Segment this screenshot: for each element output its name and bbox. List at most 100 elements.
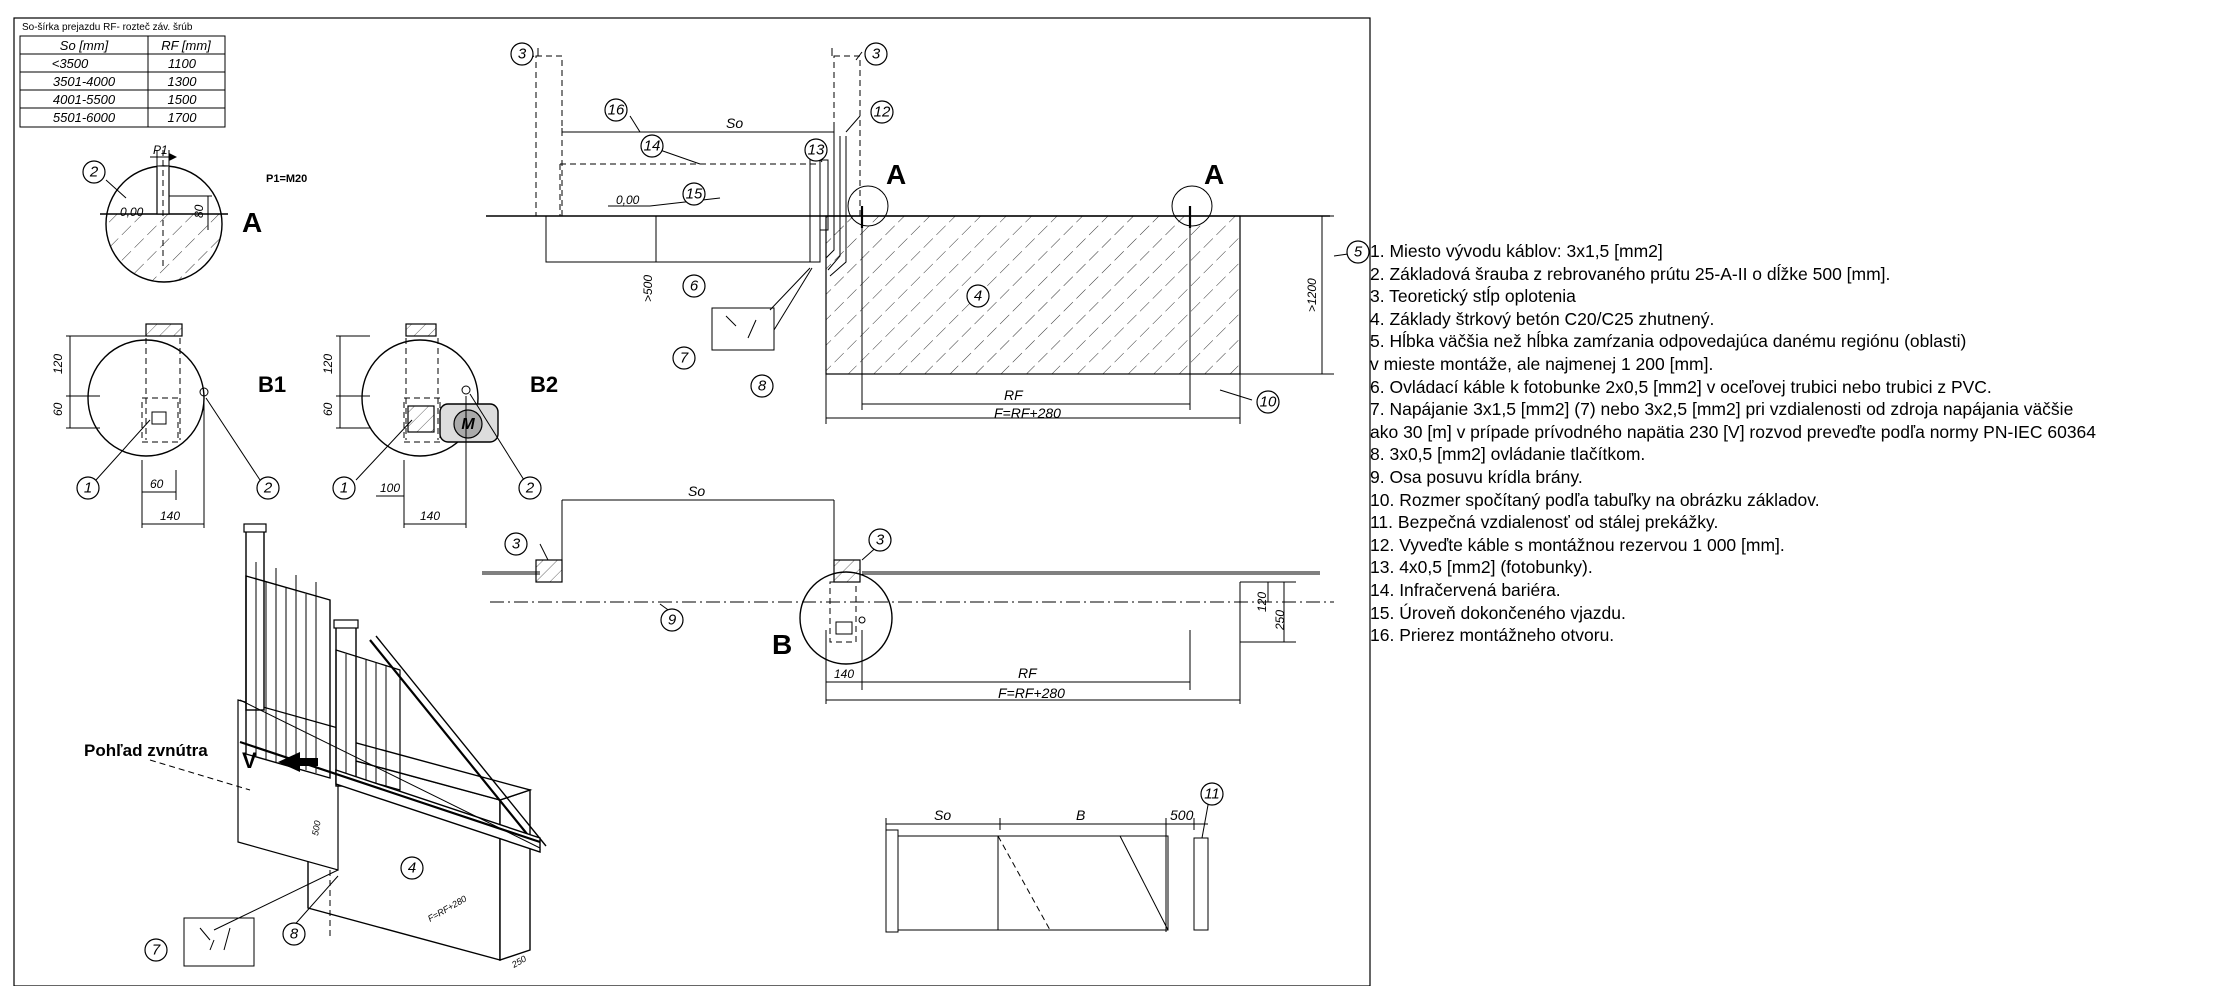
dim-140: 140 [420,509,440,523]
p1-note: P1=M20 [266,173,307,185]
svg-text:6: 6 [690,278,699,295]
callout-10: 10 [1256,390,1280,414]
svg-text:14: 14 [644,138,661,155]
detail-b1: 120 60 60 140 B1 [51,323,286,528]
level-000: 0,00 [120,205,144,219]
legend-line: 14. Infračervená bariéra. [1370,579,1561,600]
dim-140: 140 [160,509,180,523]
detail-a-ref: A [886,159,906,190]
svg-text:2: 2 [525,480,535,497]
callout-3: 3 [510,42,534,66]
callout-13: 13 [804,138,828,162]
detail-a-label: A [242,207,262,238]
legend: 1. Miesto vývodu káblov: 3x1,5 [mm2] 2. … [1370,240,2210,647]
detail-b2: M 120 60 100 140 B2 [321,323,558,528]
dim-so: So [688,483,705,499]
dim-so: So [726,115,743,131]
callout-6: 6 [682,274,706,298]
svg-text:8: 8 [290,926,299,943]
dim-so: So [934,807,951,823]
dim-60: 60 [51,402,65,416]
svg-text:12: 12 [874,104,891,121]
dim-60: 60 [150,477,164,491]
dim-100: 100 [380,481,400,495]
detail-b2-label: B2 [530,372,558,397]
callout-8: 8 [750,374,774,398]
dim-140: 140 [834,667,854,681]
callout-9: 9 [660,608,684,632]
dim-500: 500 [1170,807,1194,823]
svg-text:3: 3 [518,46,527,63]
svg-text:4: 4 [408,860,416,877]
svg-text:5: 5 [1354,244,1363,261]
callout-12: 12 [870,100,894,124]
legend-line: 2. Základová šrauba z rebrovaného prútu … [1370,263,1891,284]
dim-60: 60 [321,402,335,416]
legend-line: 13. 4x0,5 [mm2] (fotobunky). [1370,557,1593,578]
legend-line: 10. Rozmer spočítaný podľa tabuľky na ob… [1370,489,1820,510]
svg-text:3: 3 [512,536,521,553]
callout-11: 11 [1200,782,1224,806]
gate-isometric-view: V Pohľad zvnútra 500 F=RF+280 250 [84,523,547,970]
legend-line: 9. Osa posuvu krídla brány. [1370,466,1583,487]
dimension-table: So-šírka prejazdu RF- rozteč záv. šrúb S… [19,22,226,128]
callout-1: 1 [76,476,100,500]
dim-250: 250 [1273,610,1287,631]
svg-text:2: 2 [263,480,273,497]
svg-text:16: 16 [608,102,625,119]
dim-f-rf: F=RF+280 [994,405,1061,421]
dim-120: 120 [321,354,335,374]
table-cell: 4001-5500 [53,92,116,107]
svg-text:4: 4 [974,288,982,305]
callout-8: 8 [282,922,306,946]
svg-text:3: 3 [876,532,885,549]
legend-line: 7. Napájanie 3x1,5 [mm2] (7) nebo 3x2,5 … [1370,399,2074,420]
callout-2: 2 [82,160,106,184]
dim-gt1200: >1200 [1305,278,1319,312]
callout-7: 7 [144,938,168,962]
table-cell: 3501-4000 [53,74,116,89]
drawing-frame [13,17,1371,986]
svg-text:7: 7 [152,942,161,959]
svg-text:1: 1 [340,480,348,497]
legend-line: 15. Úroveň dokončeného vjazdu. [1370,602,1626,623]
table-header-so: So [mm] [60,38,109,53]
legend-line: v mieste montáže, ale najmenej 1 200 [mm… [1370,353,1714,374]
plan-view: So B 120 250 140 RF F=RF+280 [482,483,1334,704]
svg-text:2: 2 [89,164,99,181]
svg-text:1: 1 [84,480,92,497]
legend-line: ako 30 [m] v prípade prívodného napätia … [1370,421,2097,442]
legend-line: 16. Prierez montážneho otvoru. [1370,625,1615,646]
svg-text:8: 8 [758,378,767,395]
table-cell: 5501-6000 [53,110,116,125]
table-header-rf: RF [mm] [161,38,211,53]
dim-rf: RF [1004,387,1024,403]
callout-3: 3 [504,532,528,556]
detail-a-ref: A [1204,159,1224,190]
gate-clearance-plan: So B 500 [885,807,1209,933]
dim-rf: RF [1018,665,1038,681]
svg-text:15: 15 [686,186,703,203]
callout-2: 2 [518,476,542,500]
table-cell: 1300 [168,74,198,89]
p1-label: P1 [153,143,168,157]
section-view: A A So 0,00 >500 >1200 RF F=RF+280 [486,48,1334,424]
dim-500: 500 [310,820,322,837]
callout-1: 1 [332,476,356,500]
table-cell: 1100 [168,56,197,71]
callout-16: 16 [604,98,628,122]
dim-b: B [1076,807,1085,823]
table-cell: 1500 [168,92,198,107]
callout-3: 3 [868,528,892,552]
legend-line: 8. 3x0,5 [mm2] ovládanie tlačítkom. [1370,444,1646,465]
svg-text:11: 11 [1204,786,1220,803]
callout-4: 4 [966,284,990,308]
detail-b1-label: B1 [258,372,286,397]
level-000: 0,00 [616,193,640,207]
callout-15: 15 [682,182,706,206]
callout-4: 4 [400,856,424,880]
detail-a-bolt: P1 80 0,00 P1=M20 A [100,143,307,283]
dim-f-rf: F=RF+280 [998,685,1065,701]
callout-7: 7 [672,346,696,370]
motor-label: M [461,416,475,433]
